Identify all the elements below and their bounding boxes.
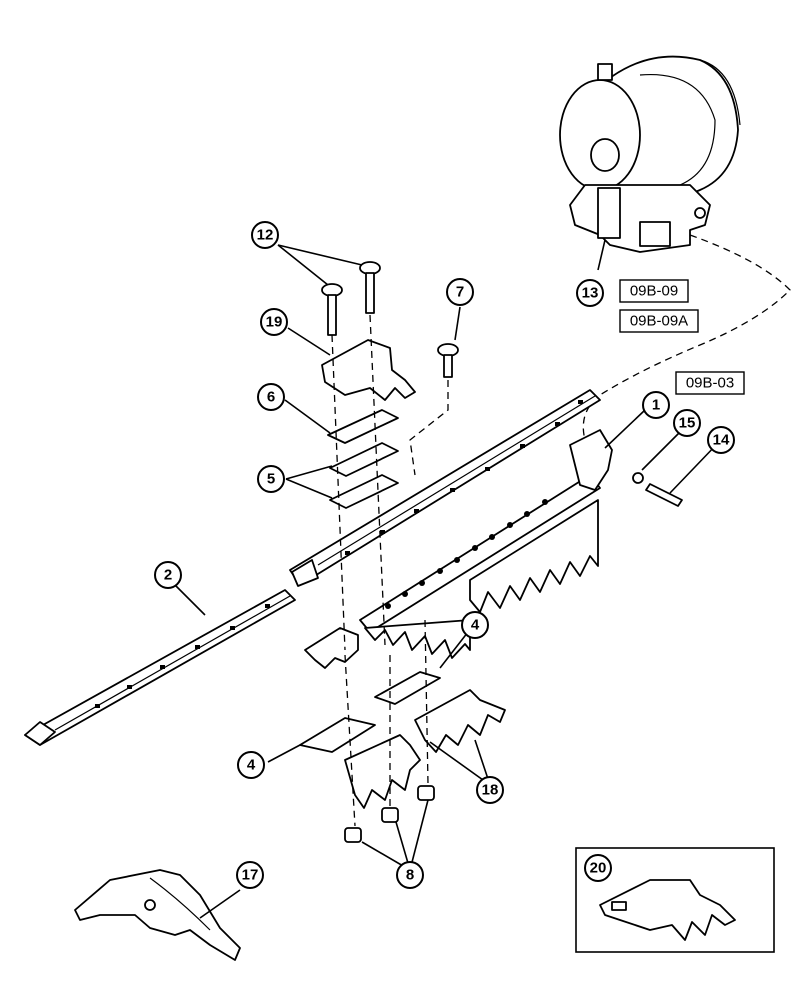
- svg-text:8: 8: [406, 867, 414, 884]
- svg-text:14: 14: [713, 432, 730, 449]
- svg-text:15: 15: [679, 415, 696, 432]
- bolt-part: [437, 343, 459, 378]
- callout-15: 15: [673, 409, 701, 437]
- callout-4-upper: 4: [461, 611, 489, 639]
- guard-bar-part: [24, 589, 296, 746]
- callout-20: 20: [584, 854, 612, 882]
- callout-5: 5: [257, 465, 285, 493]
- svg-text:09B-09A: 09B-09A: [630, 313, 688, 330]
- callout-2: 2: [154, 561, 182, 589]
- washer-part: [632, 472, 644, 484]
- svg-text:5: 5: [267, 471, 275, 488]
- guard-section-part: [304, 627, 359, 669]
- callout-4-lower: 4: [237, 751, 265, 779]
- callout-18: 18: [476, 776, 504, 804]
- svg-text:12: 12: [257, 227, 274, 244]
- drive-gearbox-part: [559, 55, 741, 253]
- callout-12: 12: [251, 221, 279, 249]
- svg-text:1: 1: [652, 397, 660, 414]
- callout-13: 13: [576, 279, 604, 307]
- wear-plate-lower-part: [299, 717, 376, 753]
- callout-6: 6: [257, 383, 285, 411]
- svg-text:7: 7: [456, 284, 464, 301]
- svg-text:6: 6: [267, 389, 275, 406]
- shims-part: [327, 409, 399, 509]
- svg-text:20: 20: [590, 860, 607, 877]
- bushings-part: [344, 785, 435, 843]
- svg-text:4: 4: [471, 617, 480, 634]
- reference-09b-09a[interactable]: 09B-09A: [619, 309, 699, 333]
- wear-plate-upper-part: [374, 671, 441, 705]
- svg-text:09B-03: 09B-03: [686, 375, 734, 392]
- cutter-bar-part: [289, 389, 601, 587]
- reference-09b-03[interactable]: 09B-03: [675, 371, 745, 395]
- callout-14: 14: [707, 426, 735, 454]
- svg-text:18: 18: [482, 782, 499, 799]
- callout-8: 8: [396, 861, 424, 889]
- svg-text:19: 19: [266, 314, 283, 331]
- callout-7: 7: [446, 278, 474, 306]
- callout-17: 17: [236, 861, 264, 889]
- leader-lines: [174, 239, 719, 919]
- callout-19: 19: [260, 308, 288, 336]
- carriage-bolts-part: [321, 261, 381, 336]
- knife-assembly-part: [359, 429, 613, 659]
- knife-head-part: [74, 869, 241, 961]
- svg-text:17: 17: [242, 867, 259, 884]
- reference-09b-09[interactable]: 09B-09: [619, 279, 689, 303]
- guards-part: [344, 689, 506, 809]
- hold-down-clip-part: [321, 339, 416, 401]
- svg-text:13: 13: [582, 285, 599, 302]
- svg-text:09B-09: 09B-09: [630, 283, 678, 300]
- callout-1: 1: [642, 391, 670, 419]
- hex-bolt-part: [645, 483, 683, 507]
- svg-text:4: 4: [247, 757, 256, 774]
- assembly-dashed-lines: [331, 314, 449, 827]
- svg-text:2: 2: [164, 567, 172, 584]
